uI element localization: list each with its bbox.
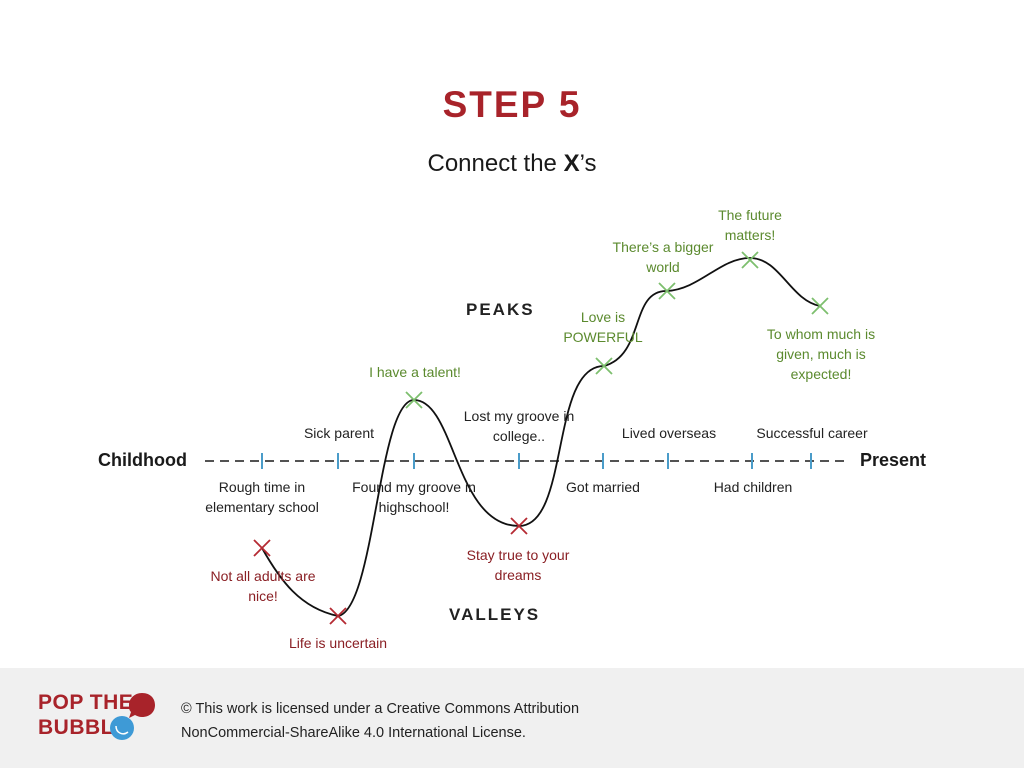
subtitle-bold: X <box>563 150 580 177</box>
valleys-label: VALLEYS <box>449 605 541 624</box>
peak-x-mark <box>405 391 423 409</box>
logo-line: BUBBLE <box>38 716 129 739</box>
license-line: © This work is licensed under a Creative… <box>181 701 580 717</box>
valley-x-mark <box>329 607 347 625</box>
event-label-above: Successful career <box>756 425 868 441</box>
timeline-diagram <box>205 251 848 625</box>
event-label-above: Lived overseas <box>621 425 717 441</box>
peak-x-mark <box>658 282 676 300</box>
event-label-below: Found my groove in highschool! <box>352 479 476 515</box>
life-curve <box>261 257 821 617</box>
valley-label: Not all adults are nice! <box>210 568 316 604</box>
valley-label: Stay true to your dreams <box>466 547 570 583</box>
valley-label: Life is uncertain <box>288 635 388 651</box>
step-title: STEP 5 <box>442 84 582 125</box>
peak-label: The future matters! <box>718 207 782 243</box>
peak-label: There’s a bigger world <box>612 239 714 275</box>
childhood-label: Childhood <box>98 450 187 470</box>
license-text: © This work is licensed under a Creative… <box>181 697 579 745</box>
event-label-above: Lost my groove in college.. <box>463 408 575 444</box>
event-label-below: Had children <box>713 479 793 495</box>
event-label-below: Got married <box>566 479 640 495</box>
valley-x-mark <box>510 517 528 535</box>
subtitle-prefix: Connect the <box>427 150 564 177</box>
peak-label: Love is POWERFUL <box>563 309 643 345</box>
peak-marks <box>405 251 829 409</box>
peak-x-mark <box>595 357 613 375</box>
subtitle-suffix: ’s <box>579 150 597 177</box>
peak-label: To whom much is given, much is expected! <box>766 326 876 382</box>
logo-line: POP THE <box>38 691 134 714</box>
event-label-below: Rough time in elementary school <box>205 479 319 515</box>
valley-marks <box>253 517 528 625</box>
peak-x-mark <box>811 297 829 315</box>
event-label-above: Sick parent <box>303 425 375 441</box>
valley-x-mark <box>253 539 271 557</box>
subtitle: Connect the X’s <box>0 150 1024 178</box>
timeline-ticks <box>261 453 812 469</box>
peaks-label: PEAKS <box>466 300 535 319</box>
footer-bar <box>0 668 1024 768</box>
peak-label: I have a talent! <box>369 364 461 380</box>
pop-the-bubble-logo-text: POP THE BUBBLE <box>38 690 133 740</box>
present-label: Present <box>860 450 927 470</box>
peak-x-mark <box>741 251 759 269</box>
speech-bubble-icon <box>110 693 155 740</box>
license-line: NonCommercial-ShareAlike 4.0 Internation… <box>181 725 526 741</box>
